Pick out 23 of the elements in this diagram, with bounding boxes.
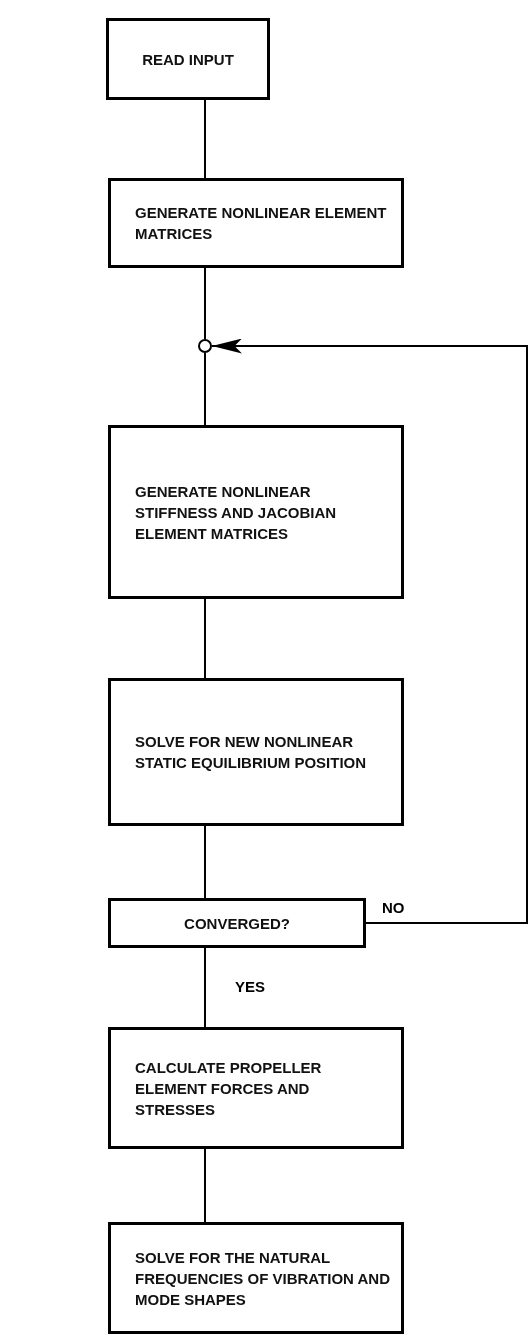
connector-line — [204, 1148, 206, 1223]
box-text: GENERATE NONLINEAR ELEMENT MATRICES — [134, 203, 388, 244]
connector-line — [204, 947, 206, 1028]
box-text: SOLVE FOR THE NATURAL FREQUENCIES OF VIBRATION AND MODE SHAPES — [134, 1247, 391, 1310]
process-box — [108, 425, 404, 599]
connector-line — [204, 825, 206, 899]
arrow — [211, 338, 528, 924]
process-box — [108, 1222, 404, 1334]
process-box — [108, 178, 404, 268]
junction-circle — [198, 339, 212, 353]
process-box — [108, 1027, 404, 1149]
box-text: READ INPUT — [141, 49, 235, 70]
connector-line — [204, 598, 206, 679]
box-text: CONVERGED? — [183, 913, 291, 934]
connector-line — [204, 267, 206, 340]
process-box — [106, 18, 270, 100]
process-box — [108, 898, 366, 948]
process-box — [108, 678, 404, 826]
box-text: CALCULATE PROPELLER ELEMENT FORCES AND STRESSES — [134, 1057, 323, 1120]
box-text: SOLVE FOR NEW NONLINEAR STATIC EQUILIBRIUM POSITION — [134, 732, 368, 773]
connector-line — [204, 352, 206, 426]
connector-line — [204, 99, 206, 179]
box-text: GENERATE NONLINEAR STIFFNESS AND JACOBIAN ELEMENT MATRICES — [134, 481, 338, 544]
